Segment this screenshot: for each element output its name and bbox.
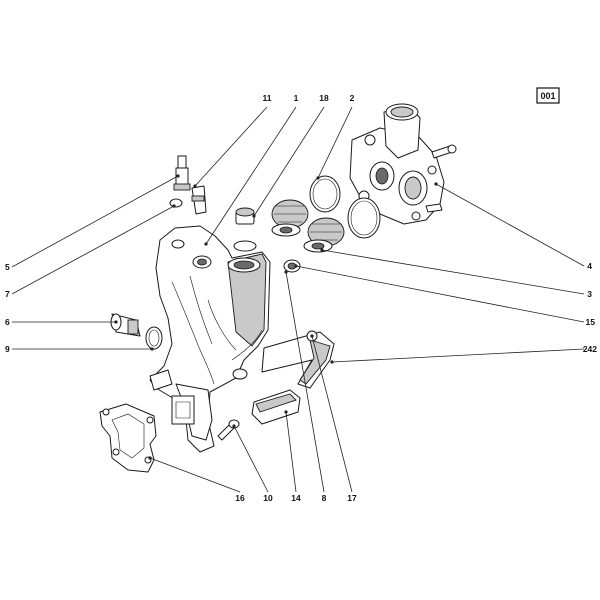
temperature-sensor: [169, 155, 207, 215]
callout-11: 11: [263, 93, 272, 103]
inlet-fitting: [110, 313, 163, 350]
callout-7: 7: [5, 289, 10, 299]
callout-labels: 11 1 18 2 5 7 6 9 4 3 15 242 16 10 14 8 …: [5, 93, 597, 503]
page-badge-label: 001: [540, 91, 555, 101]
callout-8: 8: [322, 493, 327, 503]
main-housing: [149, 225, 271, 453]
bolt-10: [217, 419, 240, 441]
callout-17: 17: [347, 493, 357, 503]
callout-18: 18: [319, 93, 329, 103]
leader-dots: [114, 174, 438, 460]
callout-1: 1: [294, 93, 299, 103]
callout-14: 14: [291, 493, 301, 503]
page-badge: 001: [536, 87, 560, 104]
spacer-14: [251, 389, 301, 425]
callout-16: 16: [235, 493, 245, 503]
plug-18: [233, 207, 257, 252]
callout-6: 6: [5, 317, 10, 327]
callout-5: 5: [5, 262, 10, 272]
thermostats: [271, 199, 345, 253]
callout-9: 9: [5, 344, 10, 354]
callout-2: 2: [350, 93, 355, 103]
callout-3: 3: [587, 289, 592, 299]
callout-4: 4: [587, 261, 592, 271]
callout-242: 242: [583, 344, 597, 354]
thermostat-cover: [349, 103, 457, 225]
callout-10: 10: [263, 493, 273, 503]
callout-15: 15: [586, 317, 596, 327]
leader-lines: [11, 106, 585, 493]
gasket-plate: [99, 403, 157, 473]
cover-gaskets: [309, 175, 381, 239]
bracket-242: [261, 330, 335, 389]
